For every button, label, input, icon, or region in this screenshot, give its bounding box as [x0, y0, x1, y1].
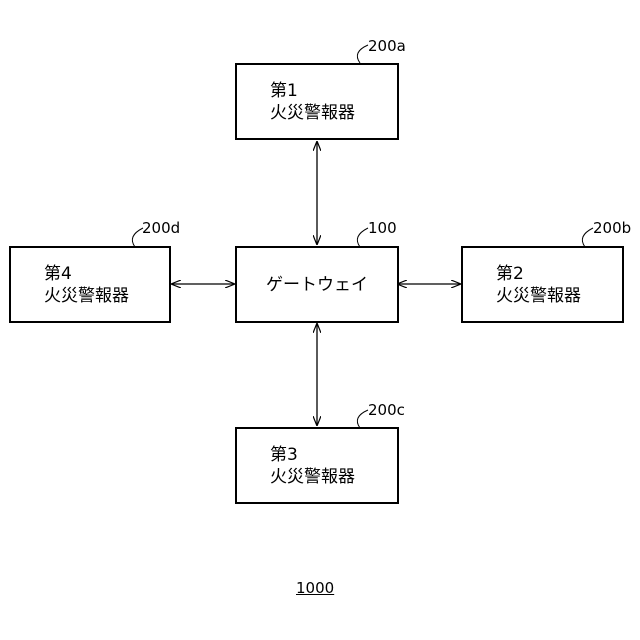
leader-100 — [357, 228, 368, 247]
gateway-box: ゲートウェイ — [235, 246, 399, 323]
figure-reference-number: 1000 — [296, 579, 334, 597]
leader-200b — [582, 228, 593, 247]
leader-200a — [357, 45, 368, 63]
fire-alarm-1-number: 第1 — [270, 80, 397, 102]
ref-200c: 200c — [368, 401, 405, 419]
fire-alarm-2-box: 第2 火災警報器 — [461, 246, 624, 323]
gateway-label: ゲートウェイ — [266, 274, 368, 296]
ref-200d: 200d — [142, 219, 180, 237]
fire-alarm-4-box: 第4 火災警報器 — [9, 246, 171, 323]
ref-100: 100 — [368, 219, 397, 237]
fire-alarm-1-box: 第1 火災警報器 — [235, 63, 399, 140]
ref-200a: 200a — [368, 37, 406, 55]
fire-alarm-2-number: 第2 — [496, 263, 622, 285]
leader-200c — [357, 410, 368, 428]
fire-alarm-1-name: 火災警報器 — [270, 102, 397, 124]
fire-alarm-2-name: 火災警報器 — [496, 285, 622, 307]
fire-alarm-4-name: 火災警報器 — [44, 285, 169, 307]
fire-alarm-3-number: 第3 — [270, 444, 397, 466]
fire-alarm-3-box: 第3 火災警報器 — [235, 427, 399, 504]
fire-alarm-3-name: 火災警報器 — [270, 466, 397, 488]
fire-alarm-4-number: 第4 — [44, 263, 169, 285]
ref-200b: 200b — [593, 219, 631, 237]
